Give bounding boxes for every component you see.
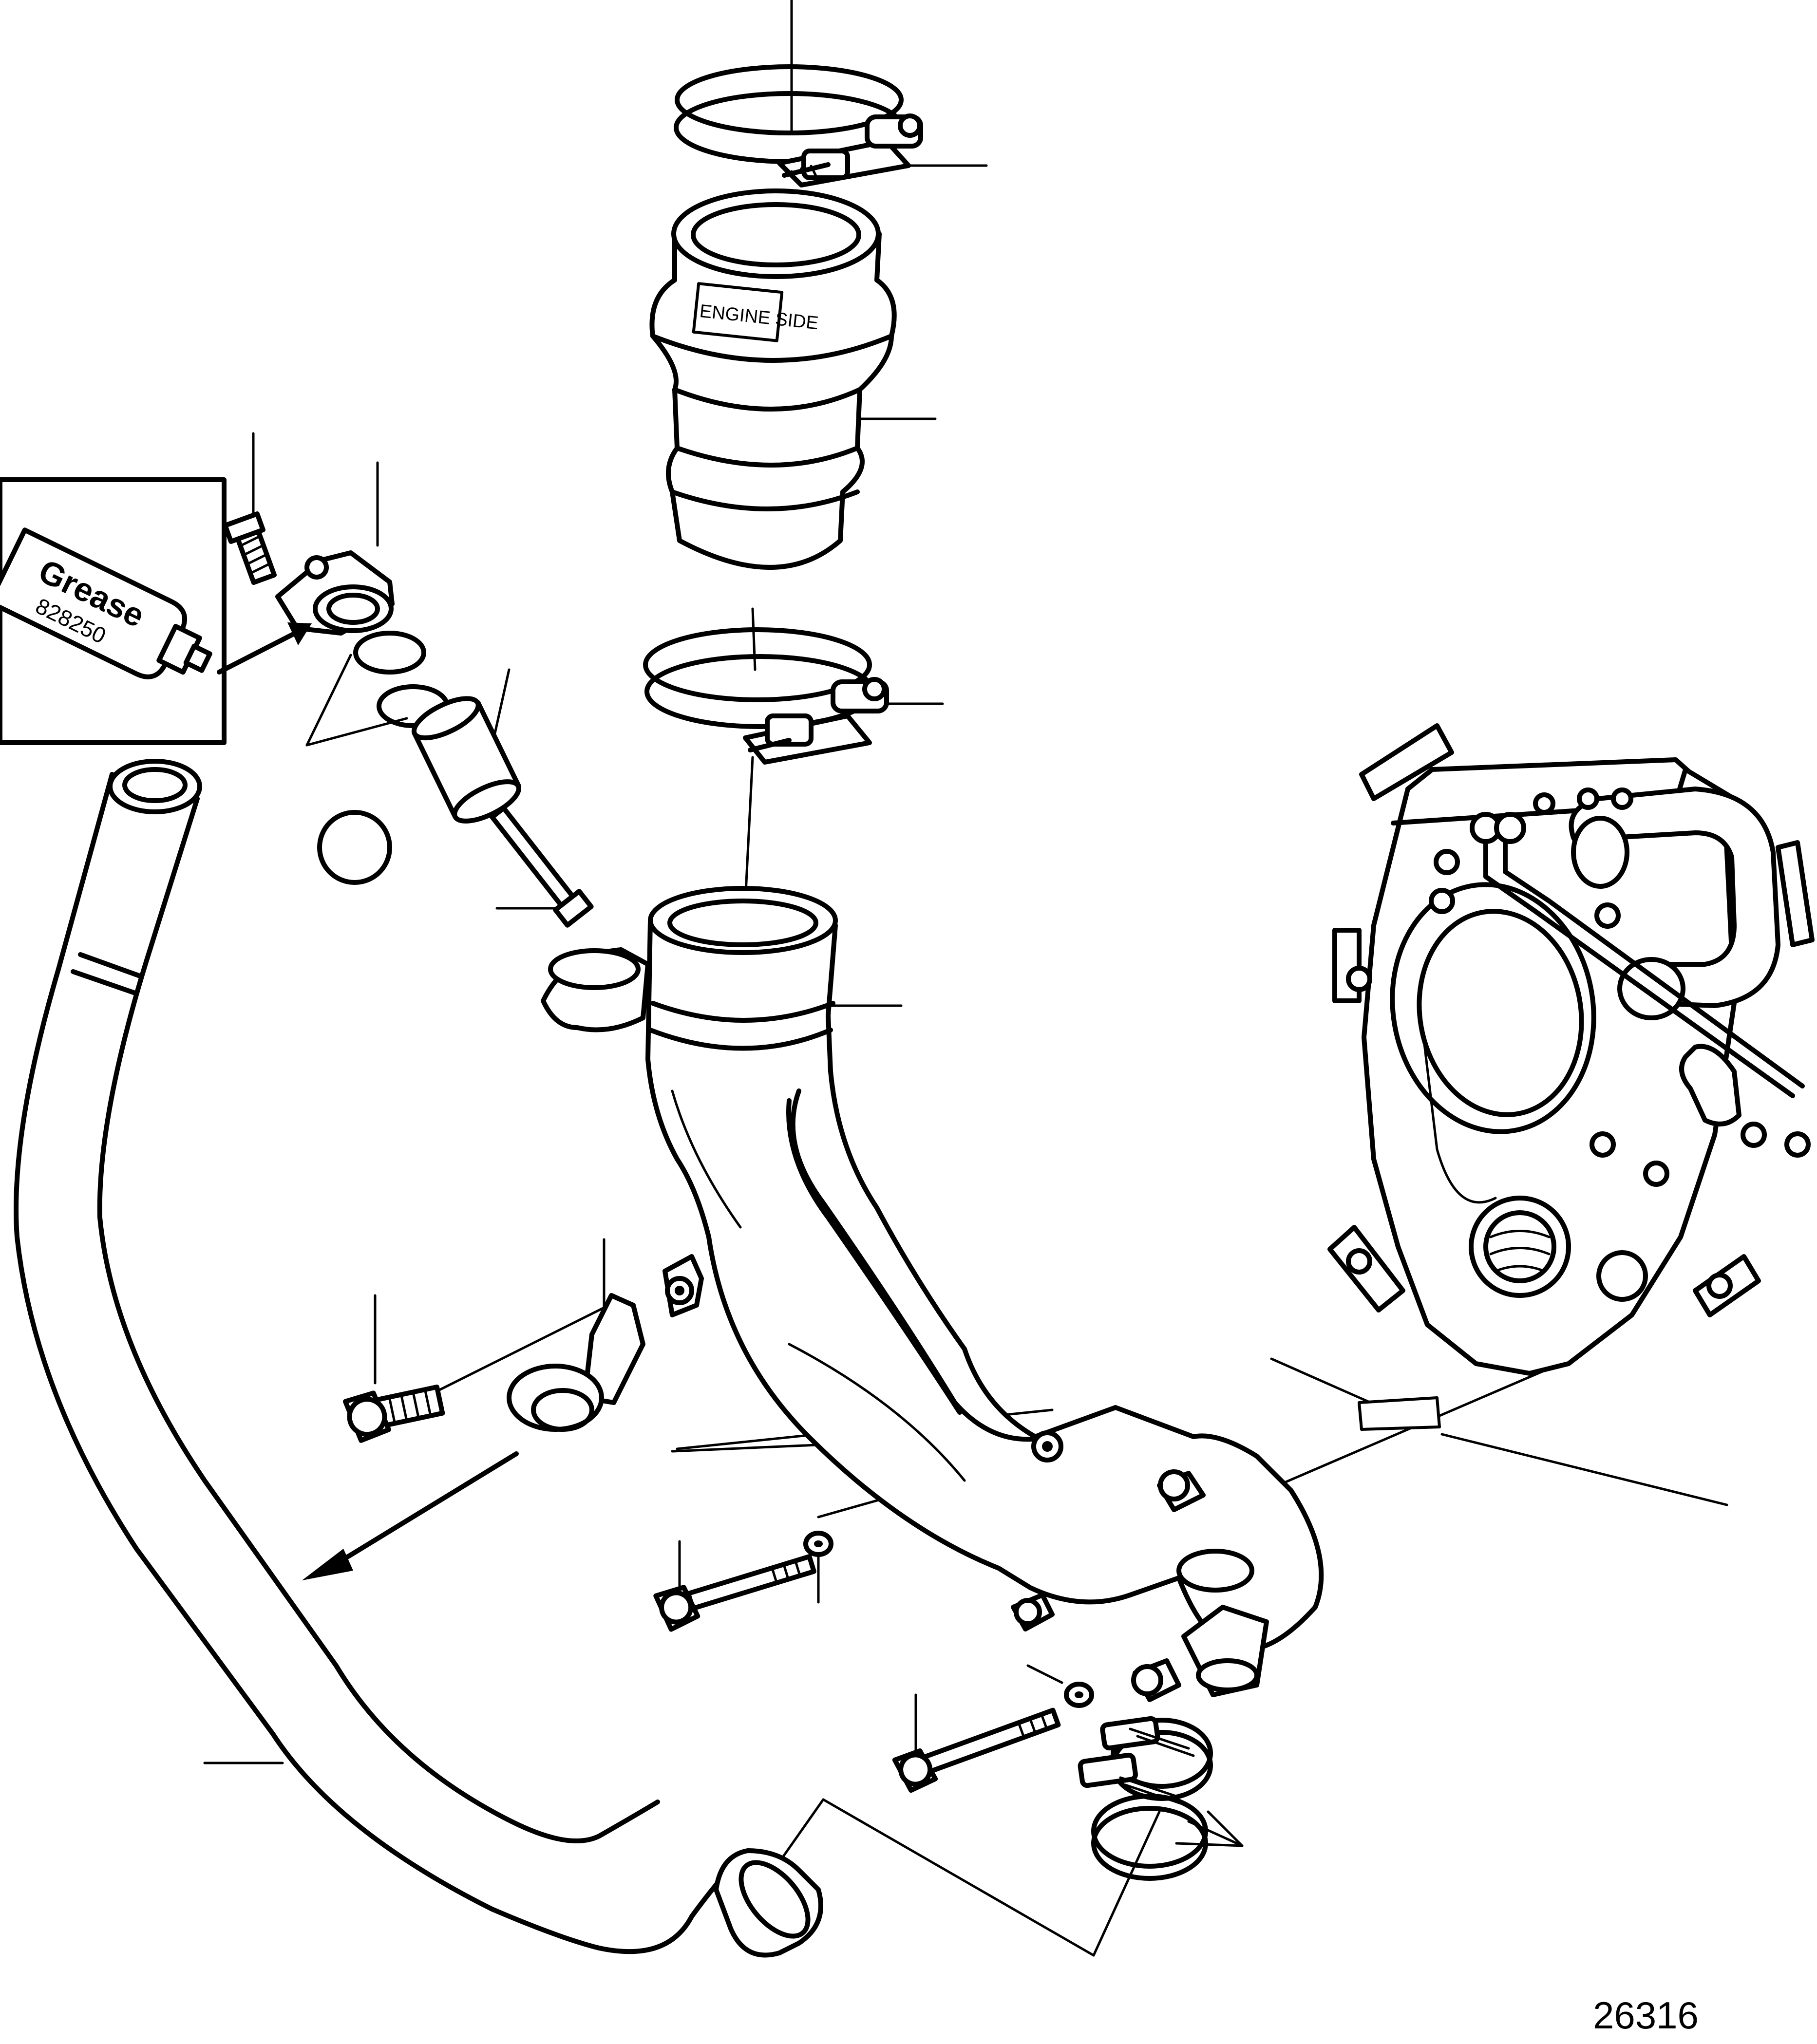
long-hose [14, 759, 823, 1958]
grease-callout: Grease 828250 [0, 477, 312, 745]
figure-number: 26316 [1593, 1994, 1699, 2037]
hose-bracket [302, 1293, 645, 1580]
cover-assembly [223, 511, 594, 928]
reference-circle [317, 810, 392, 885]
engine-housing [1327, 723, 1815, 1376]
flex-connector-pipe: ENGINE SIDE [649, 188, 897, 570]
hose-clamps [1078, 1716, 1213, 1881]
exhaust-elbow [541, 886, 1324, 1702]
fasteners [653, 1531, 1094, 1793]
lower-clamp [643, 627, 889, 765]
upper-clamp [674, 64, 923, 188]
